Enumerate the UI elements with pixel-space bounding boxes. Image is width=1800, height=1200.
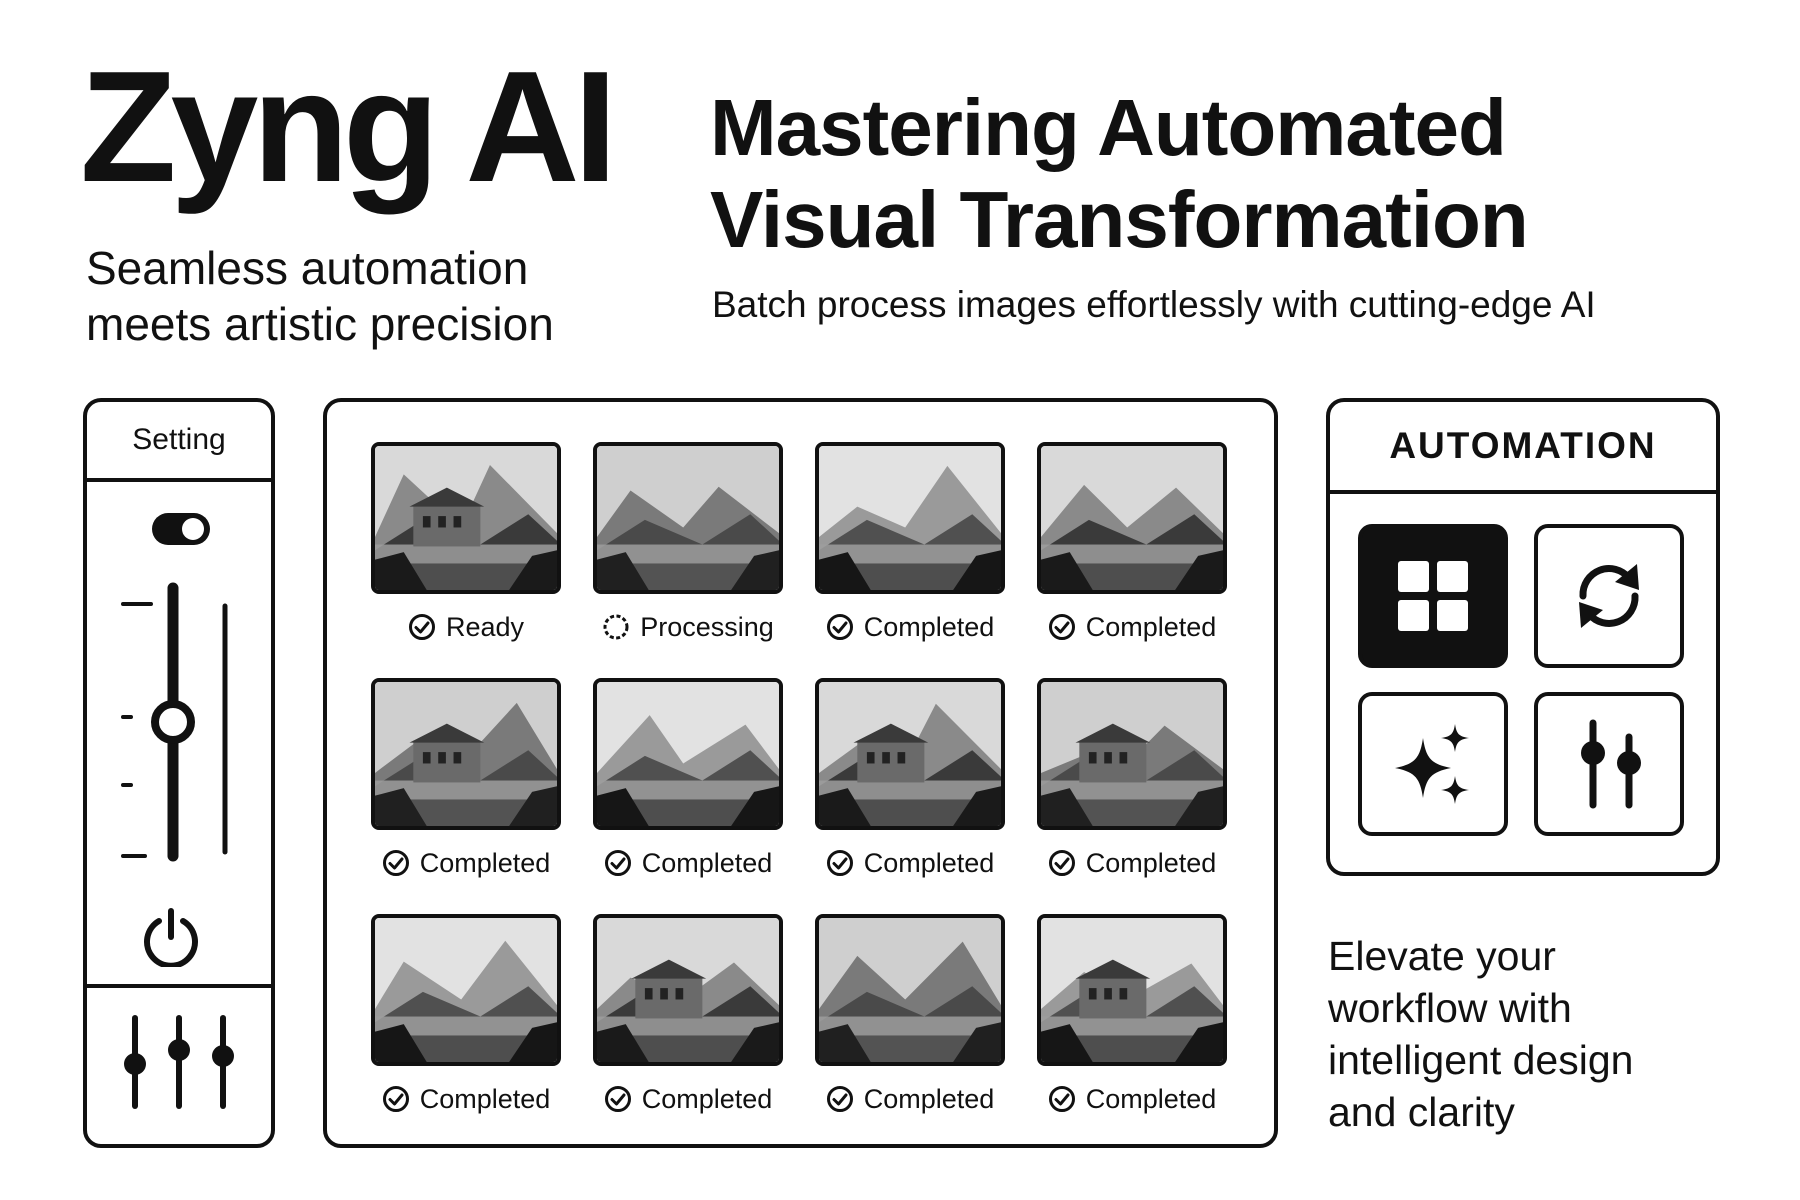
- toggle-icon[interactable]: [151, 512, 211, 546]
- check-circle-icon: [382, 1086, 409, 1112]
- status-label: Completed: [1085, 847, 1217, 878]
- image-thumbnail[interactable]: [593, 442, 783, 594]
- brand-title: Zyng AI: [80, 39, 617, 215]
- status-badge: Completed: [815, 846, 1005, 880]
- image-thumbnail[interactable]: [371, 914, 561, 1066]
- check-circle-icon: [826, 1086, 853, 1112]
- status-label: Completed: [863, 847, 995, 878]
- settings-footer: [87, 984, 271, 1144]
- gallery-item[interactable]: Completed: [1037, 442, 1227, 644]
- hero-title-line-1: Mastering Automated: [710, 83, 1507, 172]
- footer-line-2: workflow with: [1328, 985, 1572, 1031]
- grid-view-button[interactable]: [1358, 524, 1508, 668]
- footer-line-1: Elevate your: [1328, 933, 1556, 979]
- refresh-button[interactable]: [1534, 524, 1684, 668]
- gallery-item[interactable]: Completed: [371, 678, 561, 880]
- gallery-item[interactable]: Completed: [1037, 914, 1227, 1116]
- image-thumbnail[interactable]: [815, 914, 1005, 1066]
- status-label: Completed: [641, 1083, 773, 1114]
- gallery-item[interactable]: Completed: [1037, 678, 1227, 880]
- status-badge: Completed: [371, 846, 561, 880]
- status-label: Completed: [863, 1083, 995, 1114]
- status-badge: Completed: [1037, 1082, 1227, 1116]
- status-badge: Completed: [1037, 610, 1227, 644]
- check-circle-icon: [604, 850, 631, 876]
- image-thumbnail[interactable]: [593, 678, 783, 830]
- status-label: Completed: [1085, 611, 1217, 642]
- check-circle-icon: [1048, 1086, 1075, 1112]
- status-label: Processing: [640, 611, 774, 642]
- status-label: Completed: [419, 847, 551, 878]
- status-badge: Completed: [593, 1082, 783, 1116]
- equalizer-icon[interactable]: [119, 1012, 239, 1112]
- status-badge: Completed: [1037, 846, 1227, 880]
- gallery-item[interactable]: Completed: [815, 914, 1005, 1116]
- gallery-item[interactable]: Completed: [815, 442, 1005, 644]
- check-circle-icon: [826, 614, 853, 640]
- status-label: Completed: [1085, 1083, 1217, 1114]
- gallery-item[interactable]: Ready: [371, 442, 561, 644]
- gallery-item[interactable]: Completed: [371, 914, 561, 1116]
- automation-panel: AUTOMATION: [1326, 398, 1720, 876]
- image-thumbnail[interactable]: [815, 442, 1005, 594]
- footer-tagline: Elevate your workflow with intelligent d…: [1328, 930, 1748, 1138]
- status-label: Ready: [445, 611, 525, 642]
- status-badge: Completed: [815, 610, 1005, 644]
- image-thumbnail[interactable]: [371, 678, 561, 830]
- brand-tagline-line-2: meets artistic precision: [86, 298, 554, 350]
- footer-line-3: intelligent design: [1328, 1037, 1634, 1083]
- slider-control[interactable]: [117, 582, 247, 882]
- adjust-button[interactable]: [1534, 692, 1684, 836]
- brand-tagline: Seamless automation meets artistic preci…: [86, 240, 646, 352]
- gallery-item[interactable]: Processing: [593, 442, 783, 644]
- automation-title: AUTOMATION: [1330, 402, 1716, 494]
- spinner-icon: [603, 614, 629, 640]
- slider-knob[interactable]: [151, 700, 195, 744]
- check-circle-icon: [1048, 614, 1075, 640]
- image-thumbnail[interactable]: [1037, 914, 1227, 1066]
- check-circle-icon: [1048, 850, 1075, 876]
- status-badge: Completed: [815, 1082, 1005, 1116]
- image-thumbnail[interactable]: [1037, 678, 1227, 830]
- status-badge: Processing: [593, 610, 783, 644]
- gallery-item[interactable]: Completed: [815, 678, 1005, 880]
- refresh-icon: [1579, 564, 1639, 628]
- check-circle-icon: [382, 850, 409, 876]
- gallery-item[interactable]: Completed: [593, 678, 783, 880]
- hero-title: Mastering Automated Visual Transformatio…: [710, 82, 1529, 266]
- status-label: Completed: [419, 1083, 551, 1114]
- status-label: Completed: [863, 611, 995, 642]
- check-circle-icon: [408, 614, 435, 640]
- settings-panel: Setting: [83, 398, 275, 1148]
- power-icon[interactable]: [141, 907, 201, 967]
- brand-tagline-line-1: Seamless automation: [86, 242, 529, 294]
- image-thumbnail[interactable]: [593, 914, 783, 1066]
- hero-title-line-2: Visual Transformation: [710, 175, 1529, 264]
- image-thumbnail[interactable]: [815, 678, 1005, 830]
- footer-line-4: and clarity: [1328, 1089, 1515, 1135]
- sparkle-icon: [1395, 724, 1469, 804]
- status-badge: Completed: [371, 1082, 561, 1116]
- status-label: Completed: [641, 847, 773, 878]
- image-thumbnail[interactable]: [371, 442, 561, 594]
- status-badge: Ready: [371, 610, 561, 644]
- check-circle-icon: [826, 850, 853, 876]
- grid-icon: [1398, 561, 1468, 631]
- sliders-icon: [1581, 719, 1641, 809]
- status-badge: Completed: [593, 846, 783, 880]
- gallery-item[interactable]: Completed: [593, 914, 783, 1116]
- enhance-button[interactable]: [1358, 692, 1508, 836]
- settings-title: Setting: [87, 402, 271, 482]
- image-thumbnail[interactable]: [1037, 442, 1227, 594]
- hero-subtitle: Batch process images effortlessly with c…: [712, 284, 1596, 325]
- check-circle-icon: [604, 1086, 631, 1112]
